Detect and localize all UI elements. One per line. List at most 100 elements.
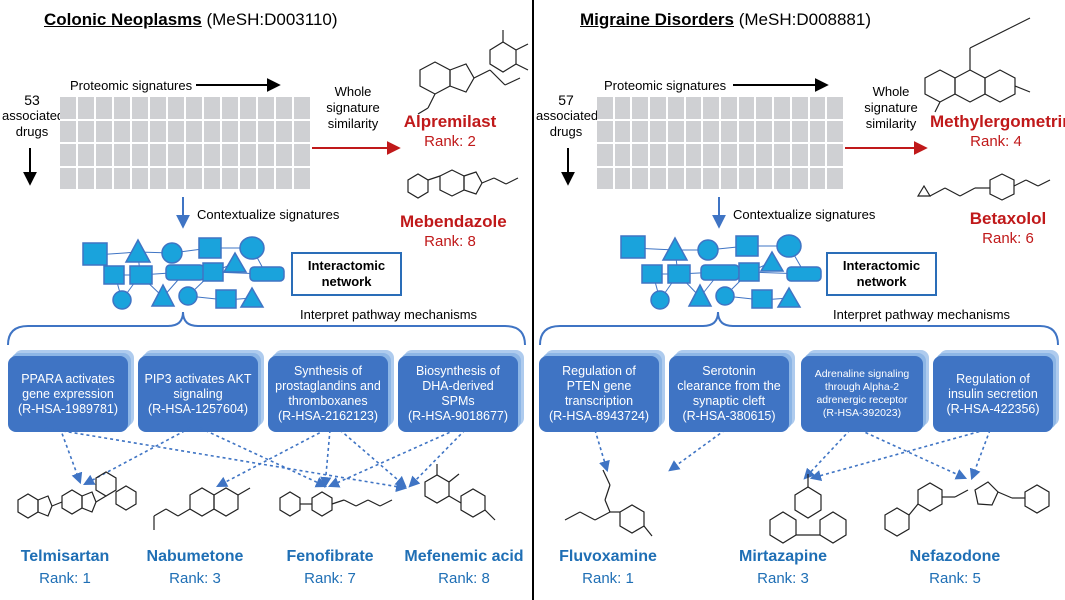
bottom-drug-name: Fluvoxamine <box>559 548 657 565</box>
signature-cell <box>597 97 613 119</box>
signature-cell <box>685 97 702 119</box>
signature-cell <box>78 97 94 119</box>
pathway-drug-link <box>199 427 328 488</box>
signature-cell <box>168 144 184 166</box>
signature-cell <box>240 120 256 142</box>
fluvoxamine-structure <box>564 469 653 537</box>
bottom-drug-name: Nabumetone <box>146 548 244 565</box>
signature-cell <box>667 97 684 119</box>
signature-cell <box>186 144 202 166</box>
pathway-bracket <box>539 311 1059 346</box>
bottom-drug-rank: Rank: 3 <box>757 570 809 587</box>
signature-cell <box>667 167 684 189</box>
signature-cell <box>150 144 166 166</box>
signature-cell <box>756 167 773 189</box>
network-node-square <box>738 262 760 282</box>
alpremilast-structure <box>417 30 529 115</box>
signature-cell <box>685 144 702 166</box>
signature-cell <box>114 120 130 142</box>
signature-cell <box>222 97 238 119</box>
signature-cell <box>703 144 719 166</box>
network-node-square <box>667 264 691 284</box>
signature-cell <box>186 167 202 189</box>
signature-cell <box>204 144 220 166</box>
signature-cell <box>78 120 94 142</box>
pathway-drug-link <box>320 429 332 489</box>
signature-cell <box>240 167 256 189</box>
network-node-circle <box>715 286 735 306</box>
nefazodone-structure <box>884 481 1050 537</box>
proteomic-label: Proteomic signatures <box>70 78 193 93</box>
bottom-drug-rank: Rank: 5 <box>929 570 981 587</box>
pathway-label: Regulation of PTEN gene transcription (R… <box>548 364 650 423</box>
proteomic-label: Proteomic signatures <box>604 78 727 93</box>
signature-cell <box>650 120 666 142</box>
signature-cell <box>132 97 148 119</box>
drug-count-label: associated drugs <box>536 108 599 139</box>
drug-count-label: associated drugs <box>2 108 65 139</box>
network-node-circle <box>697 239 719 261</box>
signature-cell <box>78 167 94 189</box>
signature-cell <box>60 97 76 119</box>
pathway-label: PPARA activates gene expression (R-HSA-1… <box>17 371 119 416</box>
signature-cell <box>650 167 666 189</box>
signature-cell <box>258 97 274 119</box>
network-node-circle <box>178 286 198 306</box>
interpret-label: Interpret pathway mechanisms <box>833 307 1011 322</box>
top-drug-name: Alpremilast <box>403 112 497 131</box>
signature-cell <box>168 97 184 119</box>
bottom-drug-rank: Rank: 1 <box>39 570 91 587</box>
network-node-rect <box>786 266 822 282</box>
whole-signature-label: Whole signature similarity <box>864 84 918 131</box>
signature-cell <box>114 144 130 166</box>
signature-cell <box>738 120 755 142</box>
pathway-box: Biosynthesis of DHA-derived SPMs (R-HSA-… <box>398 350 524 432</box>
bottom-drug-rank: Rank: 3 <box>169 570 221 587</box>
network-node-triangle <box>222 251 248 273</box>
pathway-box: PIP3 activates AKT signaling (R-HSA-1257… <box>138 350 264 432</box>
pathway-label: Biosynthesis of DHA-derived SPMs (R-HSA-… <box>407 364 509 423</box>
pathway-label: Adrenaline signaling through Alpha-2 adr… <box>814 368 910 419</box>
disease-name: Colonic Neoplasms <box>44 10 202 29</box>
signature-cell <box>632 144 649 166</box>
network-node-triangle <box>124 238 152 263</box>
signature-cell <box>168 120 184 142</box>
network-node-square <box>735 235 759 257</box>
network-node-circle <box>112 290 132 310</box>
panel-title: Migraine Disorders (MeSH:D008881) <box>580 10 871 30</box>
signature-cell <box>132 144 148 166</box>
bottom-drug-name: Mirtazapine <box>738 548 827 565</box>
top-drug-name: Methylergometrine <box>930 112 1065 131</box>
contextualize-label: Contextualize signatures <box>733 207 876 222</box>
bottom-drug-name: Telmisartan <box>20 548 110 565</box>
signature-cell <box>809 120 826 142</box>
pathway-drug-link <box>594 429 610 473</box>
top-drug-name: Mebendazole <box>400 212 507 231</box>
migraine-disorders-panel: Migraine Disorders (MeSH:D008881) Proteo… <box>533 0 1065 600</box>
signature-cell <box>150 97 166 119</box>
signature-cell <box>132 120 148 142</box>
disease-name: Migraine Disorders <box>580 10 734 29</box>
network-node-triangle <box>239 286 265 308</box>
network-node-circle <box>239 236 265 260</box>
network-node-square <box>202 262 224 282</box>
signature-cell <box>756 144 773 166</box>
signature-cell <box>258 167 274 189</box>
network-node-square <box>620 235 646 259</box>
pathway-box: Adrenaline signaling through Alpha-2 adr… <box>801 350 929 432</box>
drug-count: 57 <box>558 92 574 108</box>
network-node-rect <box>165 264 205 281</box>
signature-cell <box>827 120 843 142</box>
panel-divider <box>532 0 534 600</box>
pathway-drug-link <box>44 427 408 493</box>
mesh-id: (MeSH:D003110) <box>201 10 338 29</box>
signature-cell <box>168 167 184 189</box>
signature-cell <box>276 144 292 166</box>
signature-cell <box>721 167 737 189</box>
pathway-drug-link <box>859 429 968 480</box>
signature-cell <box>96 167 112 189</box>
signature-cell <box>827 97 843 119</box>
signature-cell <box>809 144 826 166</box>
drug-count: 53 <box>24 92 40 108</box>
signature-cell <box>186 97 202 119</box>
